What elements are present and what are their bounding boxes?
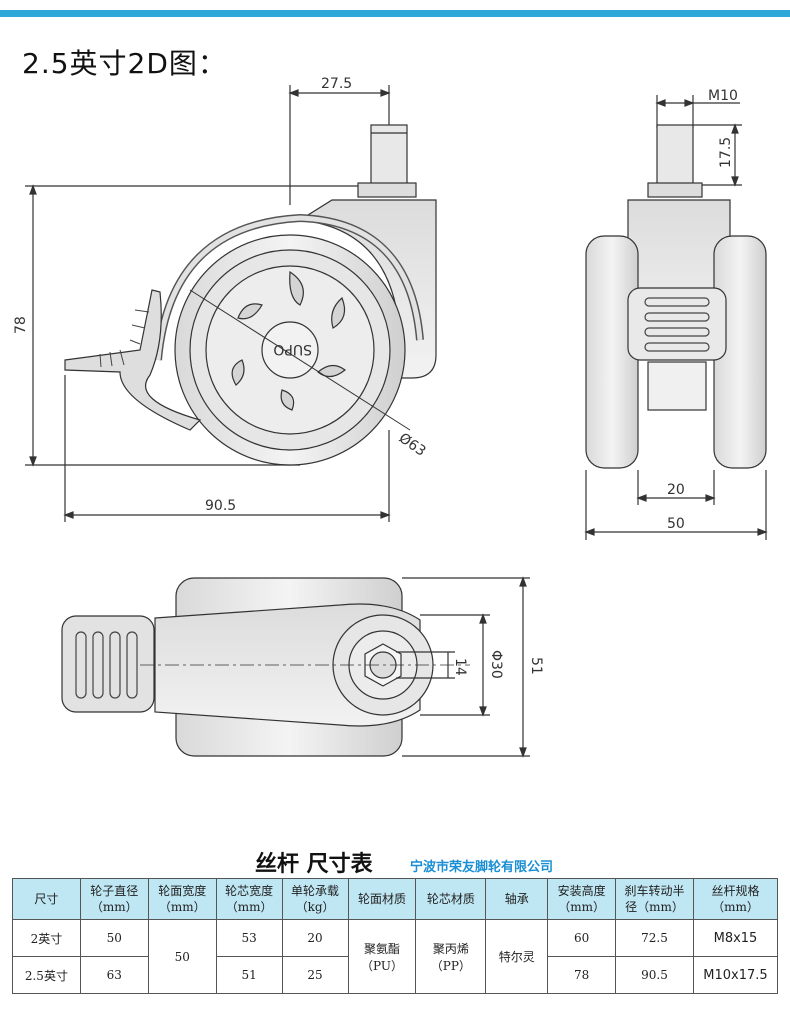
cell-wheel-dia: 63 xyxy=(79,956,149,994)
header-tread-width: 轮面宽度（mm） xyxy=(147,878,217,920)
cell-core-width: 51 xyxy=(215,956,283,994)
dim-27-5: 27.5 xyxy=(321,76,352,92)
cell-load: 25 xyxy=(281,956,349,994)
header-load: 单轮承载（kg） xyxy=(281,878,349,920)
cell-install-h: 78 xyxy=(547,956,617,994)
dim-phi30: Φ30 xyxy=(488,650,504,679)
brand-mark: SUPO xyxy=(273,341,312,357)
header-axle: 轴承 xyxy=(485,878,549,920)
cell-tread-mat: 聚氨酯（PU） xyxy=(347,919,417,994)
cell-brake-radius: 90.5 xyxy=(615,956,694,994)
dim-50: 50 xyxy=(667,516,685,532)
header-core-mat: 轮芯材质 xyxy=(415,878,487,920)
header-brake-radius: 刹车转动半径（mm） xyxy=(615,878,694,920)
cell-tread-width: 50 xyxy=(147,919,217,994)
dim-14: 14 xyxy=(452,658,468,676)
header-install-h: 安装高度（mm） xyxy=(547,878,617,920)
header-size: 尺寸 xyxy=(12,878,81,920)
cell-wheel-dia: 50 xyxy=(79,919,149,957)
cell-size: 2.5英寸 xyxy=(12,956,81,994)
table-title: 丝杆 尺寸表 xyxy=(255,851,373,877)
cell-brake-radius: 72.5 xyxy=(615,919,694,957)
cell-size: 2英寸 xyxy=(12,919,81,957)
cell-install-h: 60 xyxy=(547,919,617,957)
header-core-width: 轮芯宽度（mm） xyxy=(215,878,283,920)
cell-load: 20 xyxy=(281,919,349,957)
company-name: 宁波市荣友脚轮有限公司 xyxy=(410,860,554,875)
spec-table: 尺寸 轮子直径（mm） 轮面宽度（mm） 轮芯宽度（mm） 单轮承载（kg） 轮… xyxy=(12,878,779,994)
top-accent-bar xyxy=(0,10,790,17)
table-row: 2.5英寸 63 51 25 78 90.5 M10x17.5 xyxy=(12,956,779,994)
cell-thread-spec: M10x17.5 xyxy=(692,956,779,994)
dim-m10: M10 xyxy=(708,88,738,104)
cell-core-width: 53 xyxy=(215,919,283,957)
dim-20: 20 xyxy=(667,482,685,498)
cell-axle: 特尔灵 xyxy=(485,919,549,994)
dim-phi63: Ø63 xyxy=(396,430,429,460)
dim-90-5: 90.5 xyxy=(205,498,236,514)
technical-drawing: SUPO 27.5 78 90.5 Ø63 xyxy=(13,76,768,758)
header-wheel-dia: 轮子直径（mm） xyxy=(79,878,149,920)
dim-78: 78 xyxy=(13,316,29,334)
header-thread-spec: 丝杆规格（mm） xyxy=(692,878,779,920)
front-view xyxy=(584,95,768,540)
table-row: 2英寸 50 50 53 20 聚氨酯（PU） 聚丙烯（PP） 特尔灵 60 7… xyxy=(12,919,779,994)
top-view xyxy=(61,576,530,758)
dim-51: 51 xyxy=(528,657,544,675)
side-view: SUPO xyxy=(25,85,437,522)
page-title: 2.5英寸2D图： xyxy=(22,47,227,80)
dim-17-5: 17.5 xyxy=(718,137,734,168)
header-row: 尺寸 轮子直径（mm） 轮面宽度（mm） 轮芯宽度（mm） 单轮承载（kg） 轮… xyxy=(12,878,779,920)
cell-core-mat: 聚丙烯（PP） xyxy=(415,919,487,994)
cell-thread-spec: M8x15 xyxy=(692,919,779,957)
header-tread-mat: 轮面材质 xyxy=(347,878,417,920)
